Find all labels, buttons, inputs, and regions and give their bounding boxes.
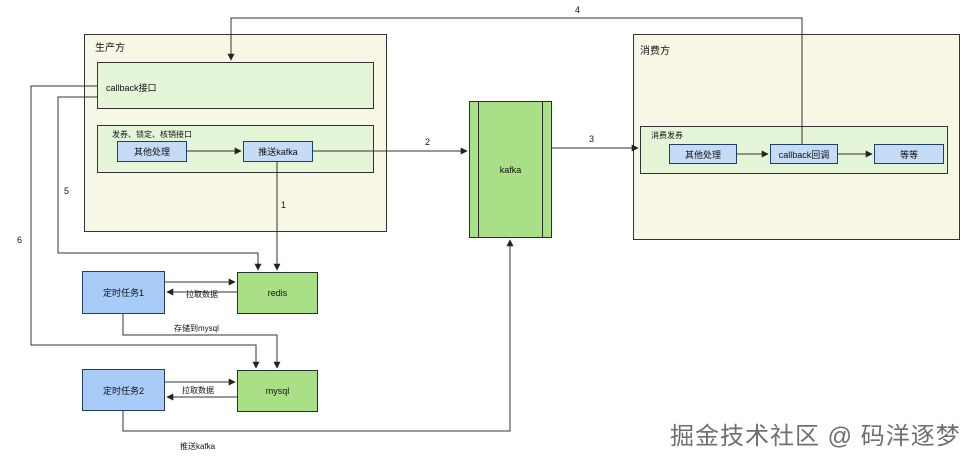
edge-label-5: 5 (64, 186, 70, 196)
kafka-node: kafka (469, 101, 552, 238)
edge-callback-loop (227, 17, 803, 144)
edge-task1-to-mysql (122, 314, 281, 369)
edge-label-2: 2 (425, 137, 431, 147)
redis-label: redis (267, 288, 288, 298)
store-mysql-label: 存储到mysql (174, 324, 219, 333)
edge-task2-to-kafka (122, 239, 514, 432)
consumer-title: 消费方 (640, 46, 670, 57)
edge-callback-to-mysql (30, 85, 260, 369)
producer-other-process: 其他处理 (117, 141, 187, 162)
kafka-right-divider (542, 102, 543, 237)
push-kafka-label: 推送kafka (258, 147, 298, 157)
kafka-left-divider (478, 102, 479, 237)
callback-interface-box: callback接口 (97, 62, 374, 109)
scheduled-task-2: 定时任务2 (82, 369, 165, 411)
etc-label: 等等 (899, 149, 918, 160)
watermark: 掘金技术社区 @ 码洋逐梦 (670, 423, 961, 450)
callback-callback-label: callback回调 (778, 149, 830, 160)
task1-pull-label: 拉取数据 (186, 290, 218, 299)
etc-box: 等等 (874, 144, 944, 164)
mysql-label: mysql (265, 386, 290, 396)
consumer-other-process: 其他处理 (669, 144, 737, 164)
edge-label-1: 1 (281, 200, 287, 210)
mysql-node: mysql (237, 370, 318, 412)
redis-node: redis (237, 272, 318, 314)
scheduled-task-1: 定时任务1 (82, 271, 165, 314)
edge-callback-to-redis (57, 96, 262, 271)
producer-title: 生产方 (95, 43, 125, 54)
producer-api-group-title: 发券、锁定、核销接口 (112, 130, 192, 139)
consumer-group-title: 消费发券 (651, 131, 683, 140)
callback-callback-box: callback回调 (770, 144, 838, 164)
edge-label-4: 4 (575, 5, 581, 15)
consumer-other-process-label: 其他处理 (684, 149, 721, 160)
kafka-label: kafka (499, 164, 522, 175)
scheduled-task-1-label: 定时任务1 (102, 288, 144, 298)
scheduled-task-2-label: 定时任务2 (102, 385, 144, 396)
edge-label-3: 3 (589, 134, 595, 144)
producer-other-process-label: 其他处理 (133, 147, 170, 157)
push-kafka-box: 推送kafka (243, 141, 313, 162)
edge-label-6: 6 (17, 235, 23, 245)
push-kafka-edge-label: 推送kafka (180, 442, 216, 451)
callback-interface-label: callback接口 (106, 83, 157, 93)
task2-pull-label: 拉取数据 (182, 386, 214, 395)
